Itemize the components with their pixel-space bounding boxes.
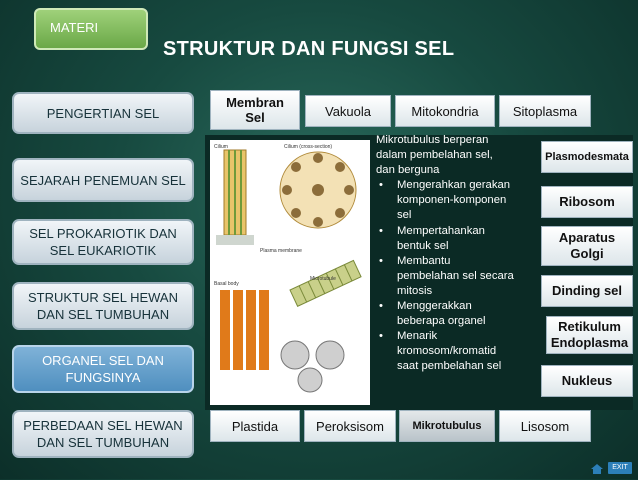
cilium-diagram: Cilium Cilium (cross-section) Plasma mem… xyxy=(210,140,370,405)
tab-vakuola[interactable]: Vakuola xyxy=(305,95,391,127)
home-icon[interactable] xyxy=(590,462,604,474)
description-intro: dalam pembelahan sel, xyxy=(376,149,493,162)
tab-label: Sitoplasma xyxy=(512,103,578,119)
sidebar-item-label: STRUKTUR SEL HEWAN xyxy=(28,290,178,305)
tab-label: Mitokondria xyxy=(411,103,479,119)
diagram-label: Basal body xyxy=(214,281,239,287)
diagram-label: Cilium xyxy=(214,144,228,150)
description-intro: dan berguna xyxy=(376,164,440,177)
tab-membran-sel[interactable]: Membran Sel xyxy=(210,90,300,130)
button-label: Plasmodesmata xyxy=(545,151,629,163)
tab-mitokondria[interactable]: Mitokondria xyxy=(395,95,495,127)
page-title: STRUKTUR DAN FUNGSI SEL xyxy=(163,38,455,60)
tab-sitoplasma[interactable]: Sitoplasma xyxy=(499,95,591,127)
tab-mikrotubulus[interactable]: Mikrotubulus xyxy=(399,410,495,442)
sidebar-item-prokariotik-eukariotik[interactable]: SEL PROKARIOTIK DAN SEL EUKARIOTIK xyxy=(12,219,194,265)
sidebar-item-label: DAN SEL TUMBUHAN xyxy=(36,435,170,450)
nukleus-button[interactable]: Nukleus xyxy=(541,365,633,397)
materi-button[interactable]: MATERI xyxy=(34,8,148,50)
sidebar-item-organel-sel[interactable]: ORGANEL SEL DAN FUNGSINYA xyxy=(12,345,194,393)
mikrotubulus-description: Mikrotubulus berperan dalam pembelahan s… xyxy=(376,133,538,375)
sidebar-item-label: ORGANEL SEL DAN xyxy=(42,353,164,368)
description-intro: Mikrotubulus berperan xyxy=(376,134,489,146)
tab-label: Mikrotubulus xyxy=(412,419,482,432)
tab-label: Sel xyxy=(245,110,265,125)
plasmodesmata-button[interactable]: Plasmodesmata xyxy=(541,141,633,173)
tab-label: Lisosom xyxy=(520,418,570,434)
button-label: Aparatus xyxy=(558,230,616,245)
diagram-label: Cilium (cross-section) xyxy=(284,144,332,150)
tab-label: Peroksisom xyxy=(316,418,384,434)
button-label: Nukleus xyxy=(561,373,613,388)
exit-button[interactable]: EXIT xyxy=(608,462,632,474)
exit-label: EXIT xyxy=(612,464,628,471)
sidebar-item-pengertian-sel[interactable]: PENGERTIAN SEL xyxy=(12,92,194,134)
tab-peroksisom[interactable]: Peroksisom xyxy=(304,410,396,442)
sidebar-item-label: PERBEDAAN SEL HEWAN xyxy=(23,418,183,433)
sidebar-item-struktur-sel-hewan-tumbuhan[interactable]: STRUKTUR SEL HEWAN DAN SEL TUMBUHAN xyxy=(12,282,194,330)
button-label: Endoplasma xyxy=(550,335,629,350)
tab-label: Vakuola xyxy=(324,103,371,119)
sidebar-item-label: SEL PROKARIOTIK DAN xyxy=(29,226,177,241)
description-list: Mengerahkan gerakankomponen-komponensel … xyxy=(376,178,538,374)
button-label: Retikulum xyxy=(558,319,621,334)
diagram-label: Plasma membrane xyxy=(260,248,302,254)
sidebar-item-perbedaan-sel[interactable]: PERBEDAAN SEL HEWAN DAN SEL TUMBUHAN xyxy=(12,410,194,458)
button-label: Dinding sel xyxy=(551,283,623,298)
sidebar-item-label: DAN SEL TUMBUHAN xyxy=(36,307,170,322)
tab-plastida[interactable]: Plastida xyxy=(210,410,300,442)
tab-label: Membran xyxy=(226,95,284,110)
sidebar-item-label: PENGERTIAN SEL xyxy=(46,105,160,121)
dinding-sel-button[interactable]: Dinding sel xyxy=(541,275,633,307)
diagram-label: Microtubule xyxy=(310,276,336,282)
sidebar-item-label: FUNGSINYA xyxy=(65,370,141,385)
ribosom-button[interactable]: Ribosom xyxy=(541,186,633,218)
sidebar-item-label: SEJARAH PENEMUAN SEL xyxy=(20,172,186,188)
sidebar-item-label: SEL EUKARIOTIK xyxy=(49,243,157,258)
materi-label: MATERI xyxy=(50,20,99,35)
button-label: Ribosom xyxy=(559,194,615,209)
tab-label: Plastida xyxy=(231,418,279,434)
tab-lisosom[interactable]: Lisosom xyxy=(499,410,591,442)
button-label: Golgi xyxy=(570,246,604,261)
sidebar-item-sejarah-penemuan-sel[interactable]: SEJARAH PENEMUAN SEL xyxy=(12,158,194,202)
